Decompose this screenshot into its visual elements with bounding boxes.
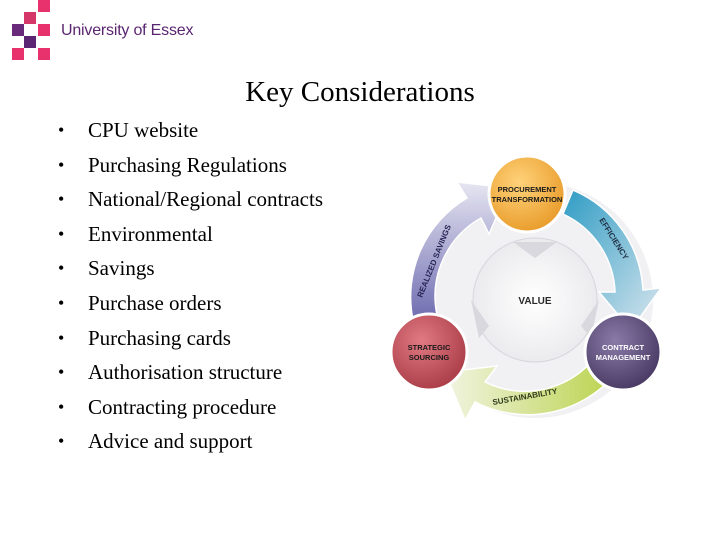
logo-mark-square [24,12,36,24]
bullet-dot: • [58,223,65,244]
bullet-dot: • [58,292,65,313]
bullet-text: National/Regional contracts [88,187,324,212]
value-cycle-diagram: VALUE PROCUREMENT TRANSFORMATION CONTRAC… [385,150,685,440]
bullet-dot: • [58,120,65,140]
right-node-label-line2: MANAGEMENT [596,353,651,362]
strategic-sourcing-node [389,312,469,392]
procurement-transformation-node [487,154,567,234]
university-logo: University of Essex [12,0,212,64]
bullet-dot: • [58,258,65,279]
slide-title: Key Considerations [245,76,475,108]
left-node-label-line2: SOURCING [409,353,450,362]
bullet-text: Purchase orders [88,290,222,315]
bullet-dot: • [58,154,65,175]
left-node-label-line1: STRATEGIC [408,343,451,352]
bullet-dot: • [58,362,65,383]
bullet-text: Environmental [88,221,213,246]
center-pointer-right [581,300,599,338]
bullet-text: Advice and support [88,429,253,454]
logo-mark-square [38,0,50,12]
top-node-label-line2: TRANSFORMATION [492,195,563,204]
top-node-label-line1: PROCUREMENT [498,185,557,194]
logo-mark-square [24,36,36,48]
bullet-text: CPU website [88,118,199,142]
logo-text: University of Essex [61,22,194,39]
center-pointer-top [513,242,557,258]
bullet-text: Contracting procedure [88,394,277,419]
logo-mark-square [12,48,24,60]
bullet-text: Authorisation structure [88,360,283,385]
bullet-text: Purchasing Regulations [88,152,287,177]
right-node-label-line1: CONTRACT [602,343,644,352]
contract-management-node [583,312,663,392]
logo-mark-square [12,24,24,36]
bullet-text: Purchasing cards [88,325,231,350]
bullet-dot: • [58,327,65,348]
bullet-dot: • [58,396,65,417]
sustainability-arrow [443,353,619,422]
efficiency-arrow [562,189,663,332]
value-center [472,237,598,363]
logo-mark-square [38,24,50,36]
center-label: VALUE [518,296,551,307]
center-pointer-left [471,300,489,338]
bullet-dot: • [58,189,65,210]
bullet-text: Savings [88,256,155,281]
logo-mark-square [38,48,50,60]
bullet-dot: • [58,431,65,452]
